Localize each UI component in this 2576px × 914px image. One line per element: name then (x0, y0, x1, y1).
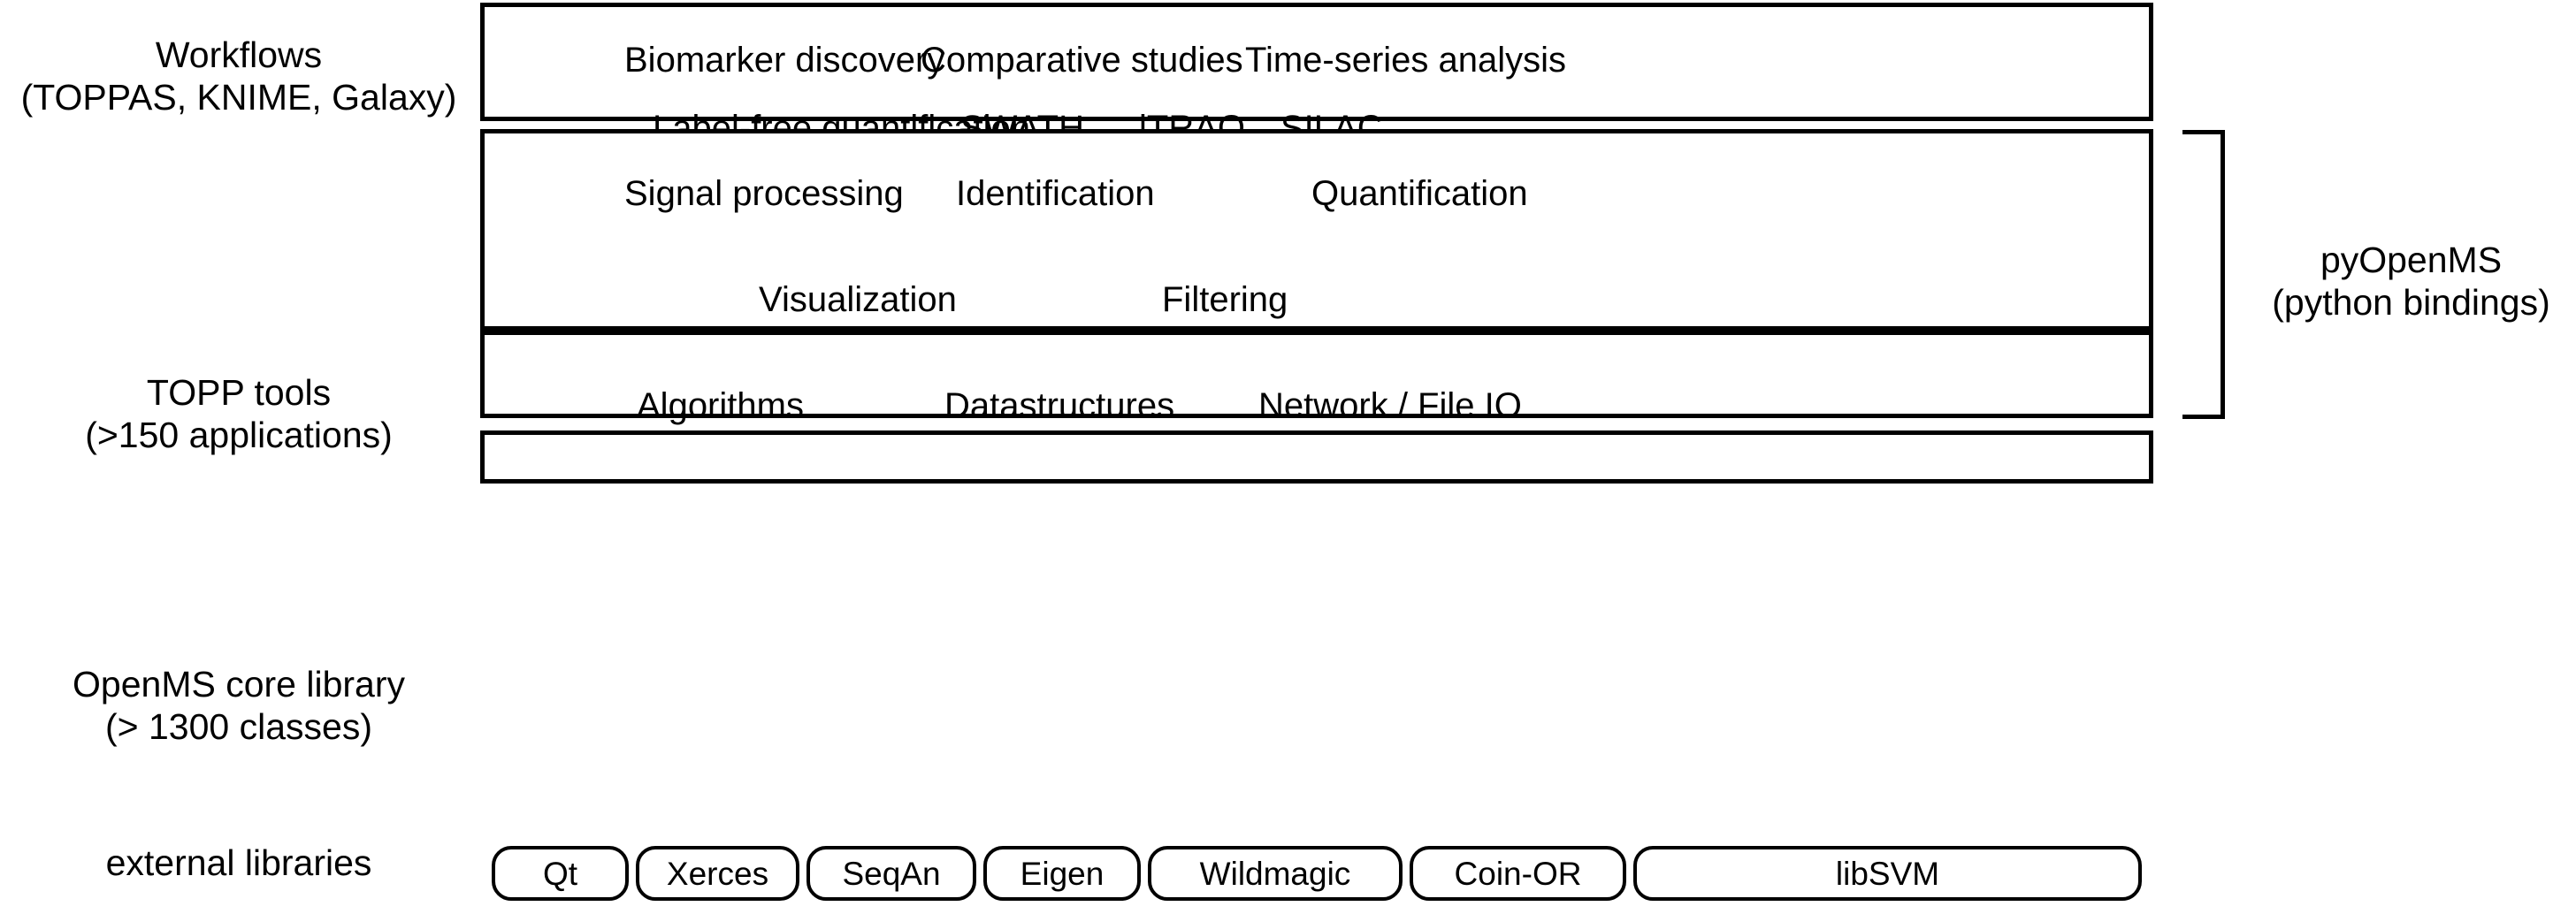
pill-eigen[interactable]: Eigen (983, 846, 1141, 901)
pill-libsvm[interactable]: libSVM (1633, 846, 2142, 901)
row-label-workflows-line1: Workflows (155, 34, 323, 75)
row-label-topp-tools-line2: (>150 applications) (85, 415, 393, 456)
pyopenms-bracket (2182, 130, 2225, 419)
chip-identification: Identification (956, 174, 1155, 213)
panel-workflows: Biomarker discovery Comparative studies … (480, 3, 2153, 146)
panel-external-libraries (480, 430, 2153, 484)
chip-comparative-studies: Comparative studies (921, 41, 1243, 80)
pyopenms-label: pyOpenMS (python bindings) (2246, 239, 2576, 324)
pyopenms-label-line1: pyOpenMS (2320, 240, 2503, 280)
row-label-core-library-line1: OpenMS core library (73, 664, 405, 705)
chip-signal-processing: Signal processing (624, 174, 904, 213)
external-libraries-pill-track: Qt Xerces SeqAn Eigen Wildmagic Coin-OR … (492, 846, 2142, 901)
row-label-external-libraries-line1: external libraries (105, 842, 372, 883)
pill-seqan[interactable]: SeqAn (806, 846, 976, 901)
chip-filtering: Filtering (1162, 280, 1288, 319)
row-label-topp-tools: TOPP tools (>150 applications) (0, 371, 478, 457)
chip-time-series-analysis: Time-series analysis (1245, 41, 1567, 80)
panel-core-library: Algorithms Datastructures Network / File… (480, 331, 2153, 423)
row-label-core-library-line2: (> 1300 classes) (105, 706, 372, 748)
row-label-workflows-line2: (TOPPAS, KNIME, Galaxy) (20, 77, 457, 118)
pill-coin-or[interactable]: Coin-OR (1410, 846, 1626, 901)
chip-quantification: Quantification (1311, 174, 1528, 213)
pill-qt[interactable]: Qt (492, 846, 629, 901)
chip-biomarker-discovery: Biomarker discovery (624, 41, 945, 80)
chip-datastructures: Datastructures (944, 386, 1175, 425)
chip-algorithms: Algorithms (637, 386, 804, 425)
pill-xerces[interactable]: Xerces (636, 846, 799, 901)
row-label-workflows: Workflows (TOPPAS, KNIME, Galaxy) (0, 34, 478, 119)
chip-network-file-io: Network / File IO (1258, 386, 1522, 425)
chip-visualization: Visualization (759, 280, 957, 319)
panel-topp-tools: Signal processing Identification Quantif… (480, 129, 2153, 331)
row-label-topp-tools-line1: TOPP tools (146, 372, 332, 413)
row-label-core-library: OpenMS core library (> 1300 classes) (0, 663, 478, 749)
pyopenms-label-line2: (python bindings) (2272, 282, 2550, 324)
pill-wildmagic[interactable]: Wildmagic (1148, 846, 1403, 901)
row-label-external-libraries: external libraries (0, 842, 478, 884)
